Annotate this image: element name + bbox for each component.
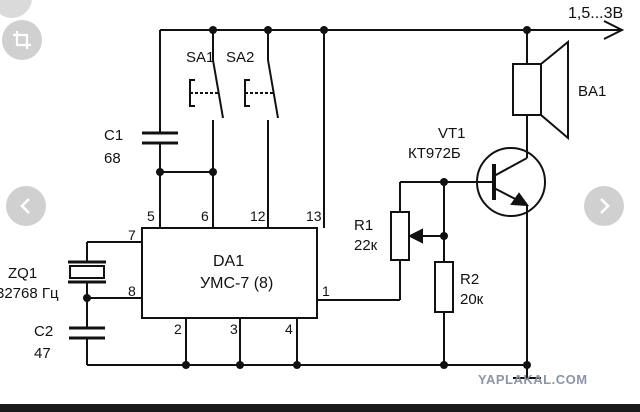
pin-7-label: 7 — [128, 227, 136, 243]
c1-capacitor — [142, 131, 178, 145]
pin-5-label: 5 — [147, 208, 155, 224]
c2-capacitor — [69, 326, 105, 340]
next-image-button[interactable] — [584, 186, 624, 226]
supply-label: 1,5...3В — [568, 5, 623, 22]
r2-value-label: 20к — [460, 291, 484, 308]
sa2-label: SA2 — [226, 49, 254, 66]
pin-13-label: 13 — [306, 208, 322, 224]
prev-image-button[interactable] — [6, 186, 46, 226]
pin-12-label: 12 — [250, 208, 266, 224]
crop-icon — [13, 31, 31, 49]
vt1-transistor — [476, 147, 546, 217]
chevron-left-icon — [20, 198, 30, 214]
c1-value-label: 68 — [104, 150, 121, 167]
chevron-right-icon — [600, 198, 610, 214]
c1-name-label: C1 — [104, 127, 123, 144]
wires — [86, 20, 625, 379]
sa2-switch — [244, 79, 273, 107]
c2-value-label: 47 — [34, 345, 51, 362]
pin-1-label: 1 — [322, 283, 330, 299]
junction-dots — [83, 26, 531, 369]
vt1-type-label: КТ972Б — [408, 145, 461, 162]
da1-name-label: DA1 — [213, 253, 244, 270]
zq1-crystal — [68, 260, 106, 284]
crop-button[interactable] — [2, 20, 42, 60]
sa1-label: SA1 — [186, 49, 214, 66]
pin-3-label: 3 — [230, 321, 238, 337]
ba1-speaker — [512, 39, 569, 141]
pin-2-label: 2 — [174, 321, 182, 337]
da1-type-label: УМС-7 (8) — [200, 275, 273, 292]
bottom-bar — [0, 404, 640, 412]
pin-6-label: 6 — [201, 208, 209, 224]
site-watermark: YAPLAKAL.COM — [478, 372, 588, 387]
r1-value-label: 22к — [354, 237, 378, 254]
c2-name-label: C2 — [34, 323, 53, 340]
r1-potentiometer — [390, 211, 423, 261]
pin-8-label: 8 — [128, 283, 136, 299]
r2-resistor — [434, 261, 454, 313]
da1-ic — [141, 227, 318, 319]
r2-name-label: R2 — [460, 271, 479, 288]
sa1-switch — [189, 79, 218, 107]
zq1-name-label: ZQ1 — [8, 265, 37, 282]
top-overlay-button[interactable] — [0, 0, 32, 18]
pin-4-label: 4 — [285, 321, 293, 337]
r1-name-label: R1 — [354, 217, 373, 234]
zq1-value-label: 32768 Гц — [0, 285, 59, 302]
vt1-name-label: VT1 — [438, 125, 466, 142]
ba1-label: BA1 — [578, 83, 606, 100]
